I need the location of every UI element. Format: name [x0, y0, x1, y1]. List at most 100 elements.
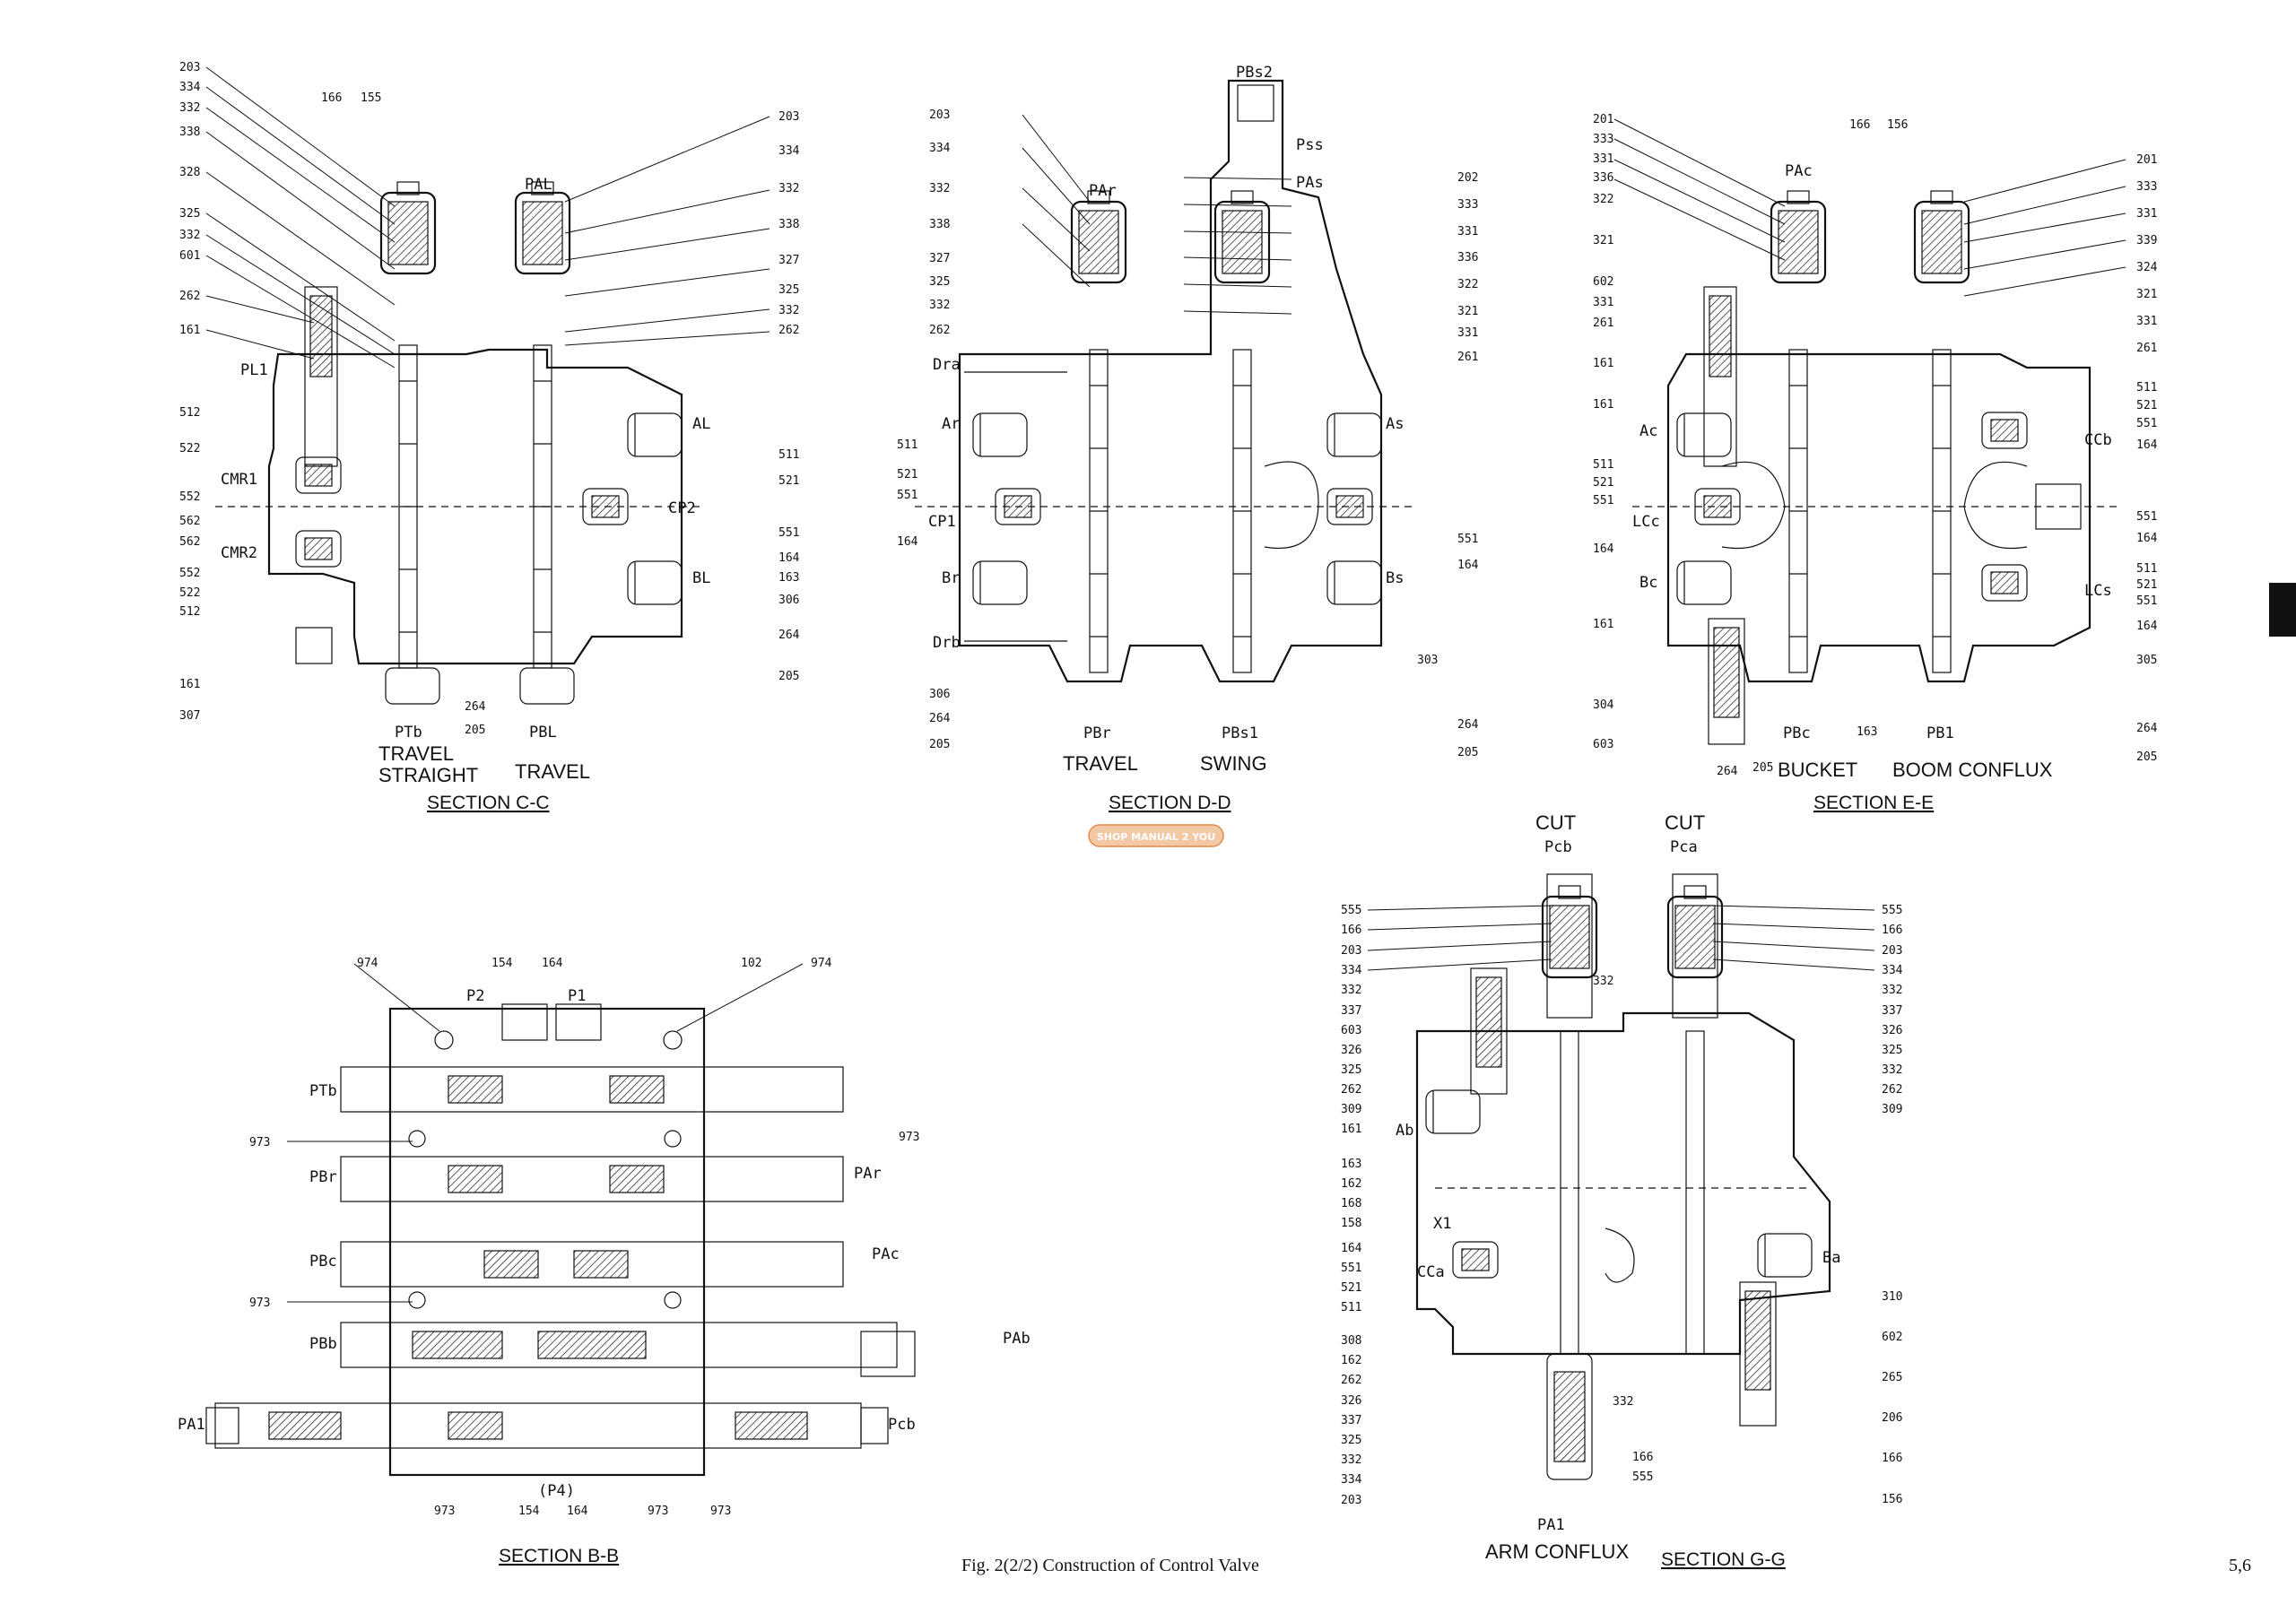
part-label: 333 [1593, 133, 1613, 146]
port-label: Ar [942, 415, 960, 433]
port-label: PBs1 [1222, 724, 1258, 742]
part-label: 332 [1341, 984, 1361, 997]
part-label: 321 [2136, 288, 2157, 301]
part-label: 334 [929, 142, 951, 155]
port-label: PTb [395, 724, 422, 742]
part-label: 166 [1882, 924, 1902, 937]
part-label: 264 [1717, 765, 1738, 778]
part-label: 522 [179, 586, 200, 600]
part-label: 602 [1593, 275, 1613, 289]
port-label: Ab [1396, 1122, 1413, 1140]
part-label: 327 [929, 252, 950, 265]
part-label: 308 [1341, 1334, 1361, 1348]
part-label: 973 [434, 1505, 455, 1518]
part-label: 511 [2136, 381, 2157, 395]
part-label: 333 [2136, 180, 2157, 194]
part-label: 205 [929, 738, 950, 751]
part-label: 551 [897, 489, 918, 502]
port-label: As [1386, 415, 1404, 433]
spool-label: STRAIGHT [378, 764, 478, 786]
part-label: 265 [1882, 1371, 1902, 1384]
part-label: 551 [2136, 594, 2157, 608]
part-label: 973 [648, 1505, 668, 1518]
section-b-b [205, 1003, 916, 1477]
part-label: 511 [2136, 562, 2157, 576]
part-label: 202 [1457, 171, 1478, 185]
part-label: 602 [1882, 1331, 1902, 1344]
part-label: 163 [778, 571, 799, 585]
cut-label: CUT [1535, 811, 1576, 834]
port-label: Pca [1670, 838, 1698, 856]
part-label: 334 [179, 81, 201, 94]
port-label: Br [942, 569, 960, 587]
part-label: 164 [2136, 438, 2158, 452]
part-label: 336 [1457, 251, 1478, 265]
part-label: 262 [179, 290, 200, 303]
part-label: 164 [1593, 542, 1614, 556]
part-label: 102 [741, 957, 761, 970]
part-label: 161 [179, 678, 200, 691]
part-label: 551 [1593, 494, 1613, 507]
part-label: 306 [778, 594, 799, 607]
section-title: SECTION D-D [1109, 793, 1231, 813]
part-label: 332 [778, 182, 799, 195]
part-label: 262 [1341, 1374, 1361, 1387]
part-label: 161 [1593, 618, 1613, 631]
part-label: 332 [778, 304, 799, 317]
part-label: 264 [929, 712, 951, 725]
part-label: 161 [1593, 398, 1613, 412]
port-label: CP2 [668, 499, 696, 517]
part-label: 161 [1341, 1123, 1361, 1136]
section-title: SECTION E-E [1813, 793, 1934, 813]
spool-label: TRAVEL [378, 742, 454, 765]
part-label: 511 [897, 438, 918, 452]
port-label: PA1 [1537, 1516, 1565, 1534]
part-label: 203 [179, 61, 200, 74]
port-label: PAs [1296, 174, 1324, 192]
part-label: 203 [778, 110, 799, 124]
part-label: 203 [929, 108, 950, 122]
port-label: Bs [1386, 569, 1404, 587]
part-label: 512 [179, 605, 200, 619]
part-label: 203 [1341, 944, 1361, 958]
part-label: 262 [1882, 1083, 1902, 1097]
part-label: 161 [179, 324, 200, 337]
part-label: 522 [179, 442, 200, 455]
port-label: CMR1 [221, 471, 257, 489]
port-label: CCb [2084, 431, 2112, 449]
port-label: PBr [309, 1168, 337, 1186]
part-label: 166 [1632, 1451, 1653, 1464]
part-label: 551 [1457, 533, 1478, 546]
port-label: CMR2 [221, 544, 257, 562]
section-titles: SECTION C-C SECTION D-D SECTION E-E SECT… [427, 793, 1934, 1570]
part-label: 164 [897, 535, 918, 549]
part-label: 511 [1341, 1301, 1361, 1314]
part-label: 166 [1849, 118, 1870, 132]
cut-label: CUT [1665, 811, 1705, 834]
port-label: LCs [2084, 582, 2112, 600]
part-label: 164 [542, 957, 563, 970]
part-label: 973 [899, 1131, 919, 1144]
part-label: 552 [179, 490, 200, 504]
part-label: 973 [249, 1297, 270, 1310]
part-label: 973 [710, 1505, 731, 1518]
part-label: 331 [1457, 326, 1478, 340]
port-label: PAr [854, 1165, 882, 1183]
part-label: 331 [1457, 225, 1478, 239]
part-label: 331 [1593, 296, 1613, 309]
part-label: 511 [1593, 458, 1613, 472]
section-title: SECTION G-G [1661, 1549, 1786, 1570]
part-label: 261 [1593, 317, 1613, 330]
part-label: 334 [1882, 964, 1903, 977]
port-label: PBs2 [1236, 64, 1273, 82]
part-label: 325 [179, 207, 200, 221]
section-title: SECTION C-C [427, 793, 550, 813]
part-label: 555 [1882, 904, 1902, 917]
port-label: PAc [872, 1245, 900, 1263]
part-label: 262 [1341, 1083, 1361, 1097]
part-labels-gg: 555 166 203 334 332 337 603 326 325 262 … [1341, 904, 1903, 1507]
part-label: 603 [1341, 1024, 1361, 1037]
part-label: 321 [1593, 234, 1613, 247]
part-label: 164 [1341, 1242, 1362, 1255]
part-label: 332 [929, 182, 950, 195]
